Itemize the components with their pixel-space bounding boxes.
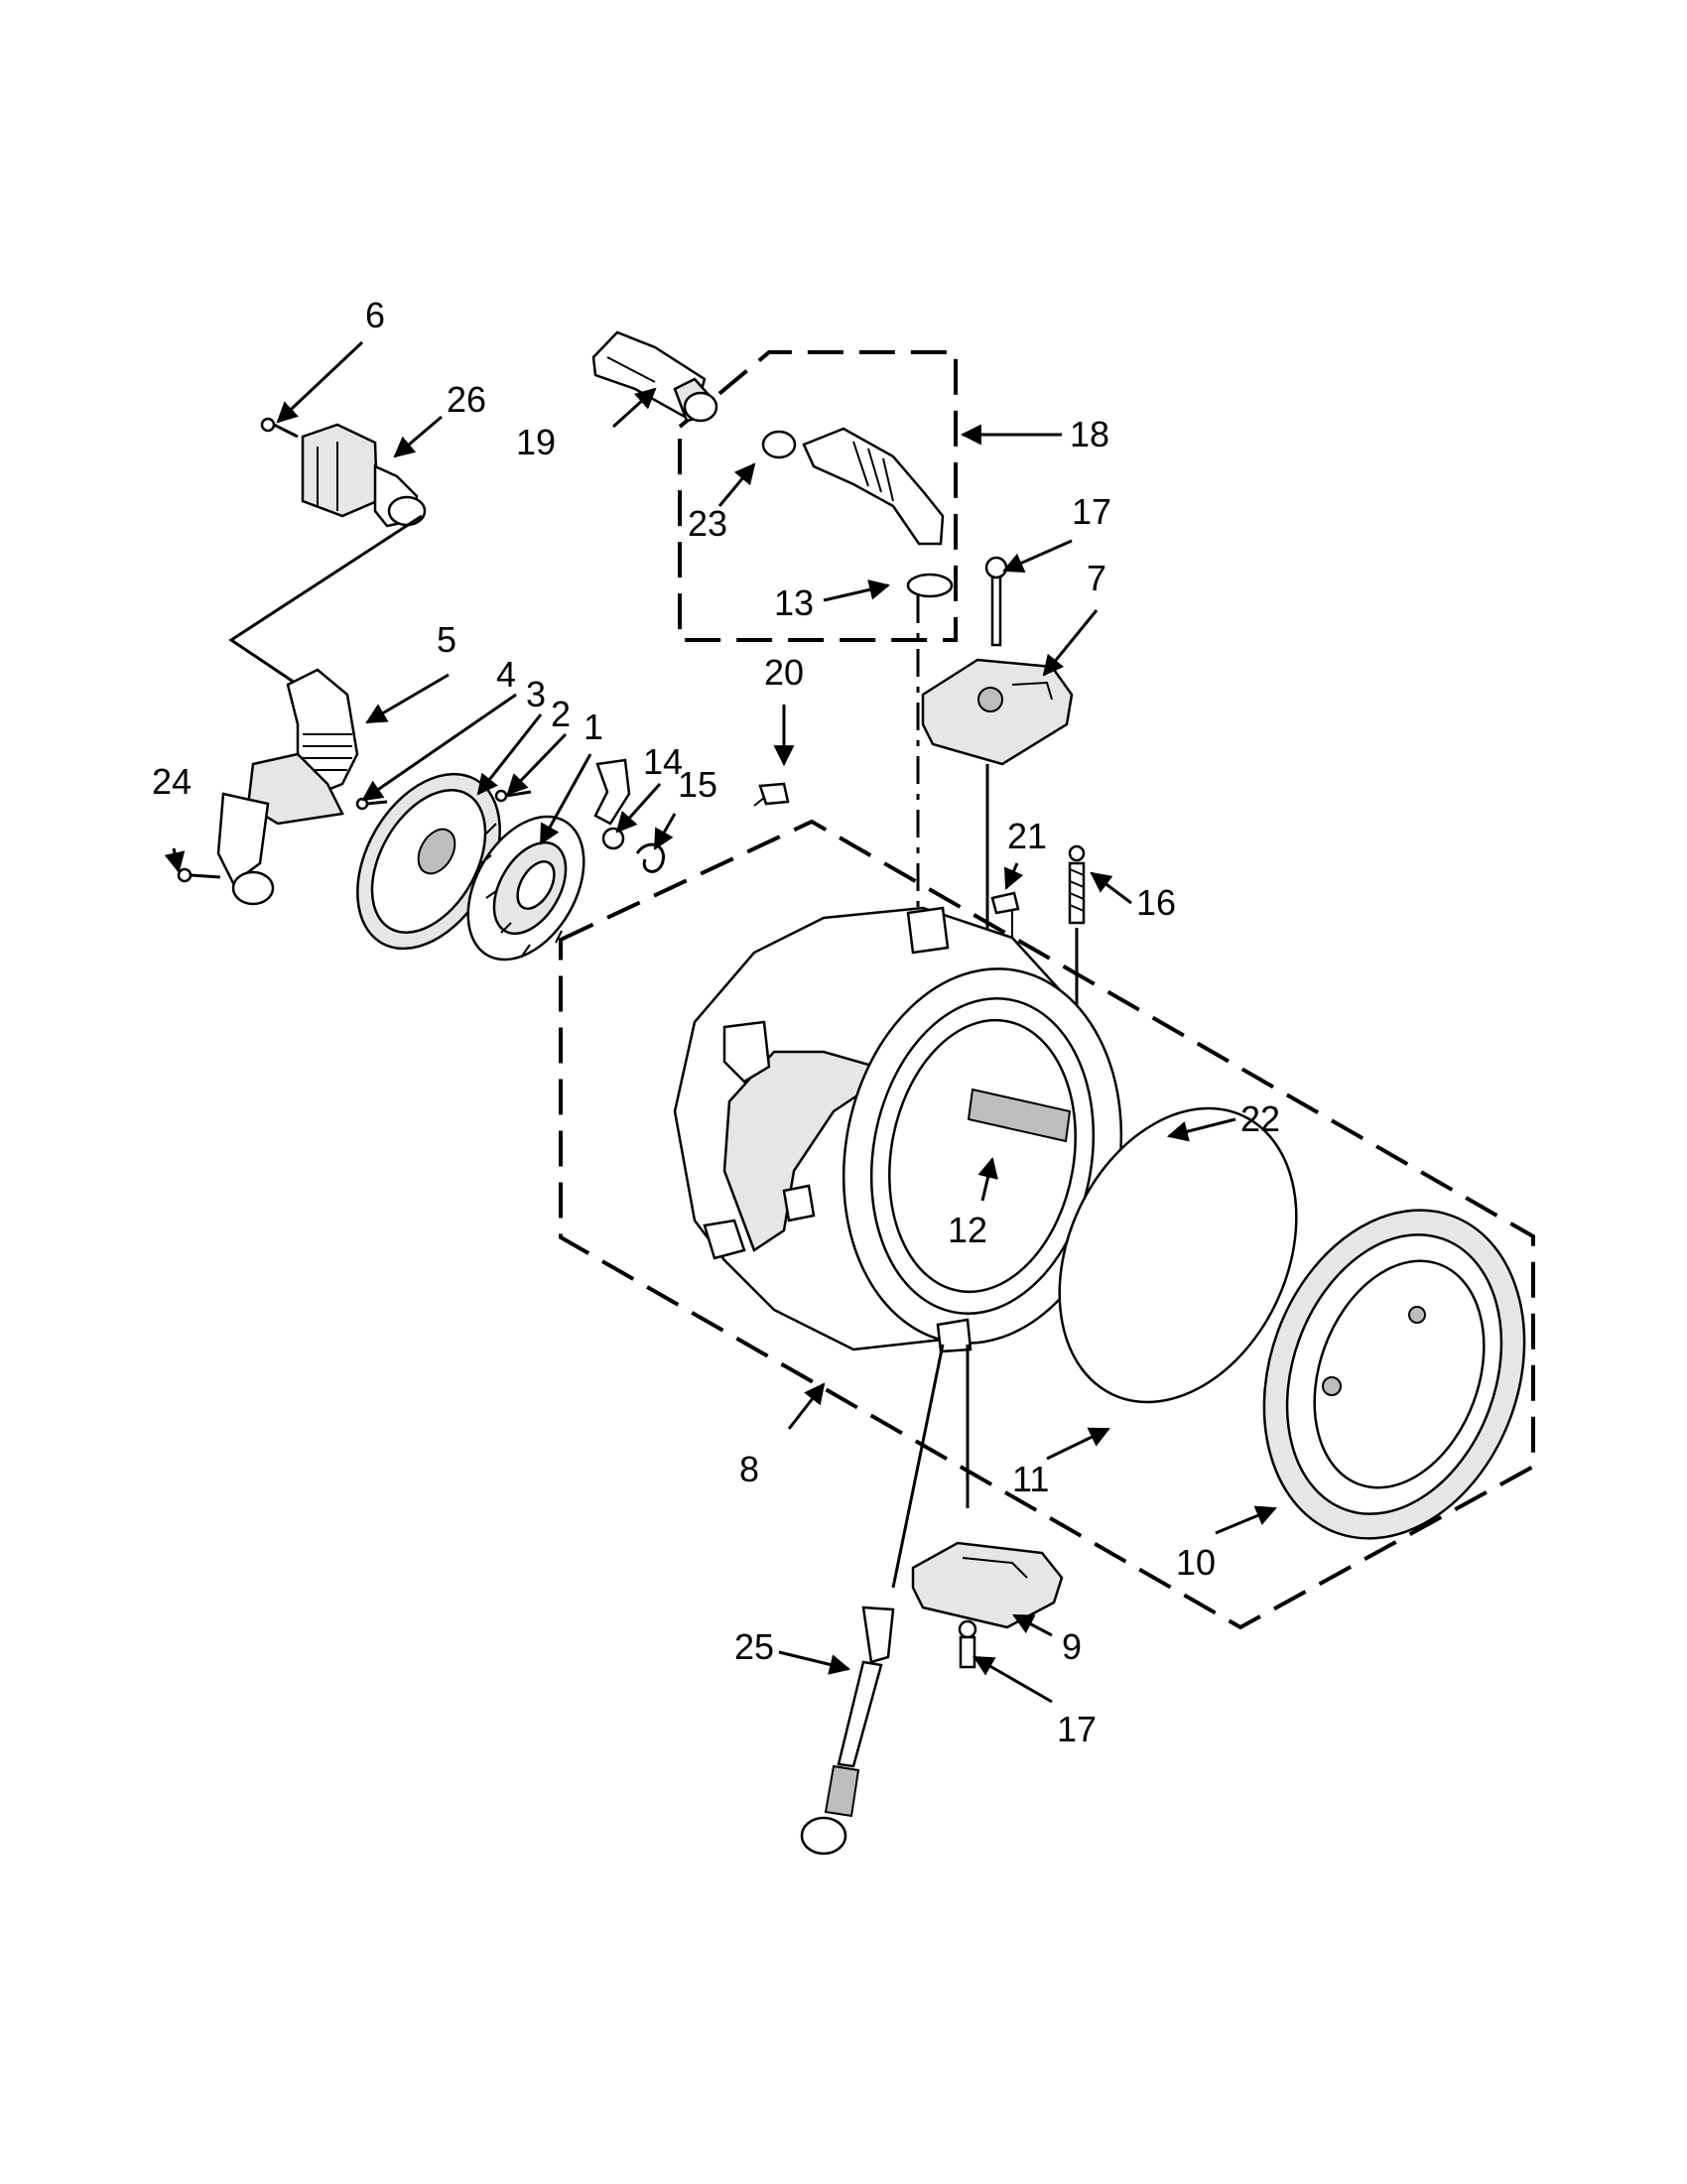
kit-hose-part xyxy=(761,427,954,963)
bottom-bracket-part xyxy=(911,1541,1064,1669)
callout-8: 8 xyxy=(739,1449,759,1489)
callout-16: 16 xyxy=(1136,882,1176,923)
callout-10: 10 xyxy=(1176,1542,1216,1583)
stator-part xyxy=(466,815,585,962)
callout-1: 1 xyxy=(584,707,603,747)
callout-7: 7 xyxy=(1087,558,1106,598)
tub-assembly-dashed-box xyxy=(559,819,1535,1630)
hose-kit-dashed-box xyxy=(678,350,958,642)
gasket-part xyxy=(1058,1106,1298,1404)
sump-hose-part xyxy=(216,668,359,906)
screw-2-part xyxy=(494,789,532,803)
callout-21: 21 xyxy=(1007,816,1047,856)
callout-15: 15 xyxy=(678,764,717,805)
top-bracket-part xyxy=(921,556,1074,1002)
callout-26: 26 xyxy=(447,379,486,420)
callout-25: 25 xyxy=(734,1626,774,1667)
callout-4: 4 xyxy=(496,654,516,695)
callout-6: 6 xyxy=(365,295,385,335)
callout-13: 13 xyxy=(774,582,814,623)
callout-19: 19 xyxy=(516,422,556,462)
front-ring-part xyxy=(1262,1209,1526,1540)
shock-absorber-part xyxy=(800,1606,895,1856)
callout-2: 2 xyxy=(551,694,571,734)
screw-24-part xyxy=(177,867,221,883)
callout-23: 23 xyxy=(688,503,727,544)
screw-6-part xyxy=(260,417,299,439)
clip-20-part xyxy=(753,782,790,807)
callout-5: 5 xyxy=(437,619,456,660)
callout-20: 20 xyxy=(764,652,804,693)
outer-tub-part xyxy=(673,906,1123,1589)
dispenser-inlet-part xyxy=(591,330,718,423)
callout-22: 22 xyxy=(1240,1098,1280,1139)
callout-17b: 17 xyxy=(1057,1709,1097,1749)
callout-11: 11 xyxy=(1012,1459,1049,1499)
outlet-elbow-part xyxy=(228,423,427,687)
callout-3: 3 xyxy=(526,674,546,714)
callout-17a: 17 xyxy=(1072,491,1111,532)
callout-12: 12 xyxy=(948,1210,987,1250)
clip-15-part xyxy=(635,842,665,873)
callout-14: 14 xyxy=(643,741,683,782)
callout-labels: 1 2 3 4 5 6 7 8 9 10 11 12 13 14 15 16 1… xyxy=(152,295,1280,1749)
callout-9: 9 xyxy=(1062,1626,1082,1667)
callout-18: 18 xyxy=(1070,414,1109,454)
rotor-part xyxy=(355,772,501,951)
callout-24: 24 xyxy=(152,761,192,802)
leader-arrows xyxy=(164,340,1277,1704)
temp-sensor-part xyxy=(593,758,631,850)
